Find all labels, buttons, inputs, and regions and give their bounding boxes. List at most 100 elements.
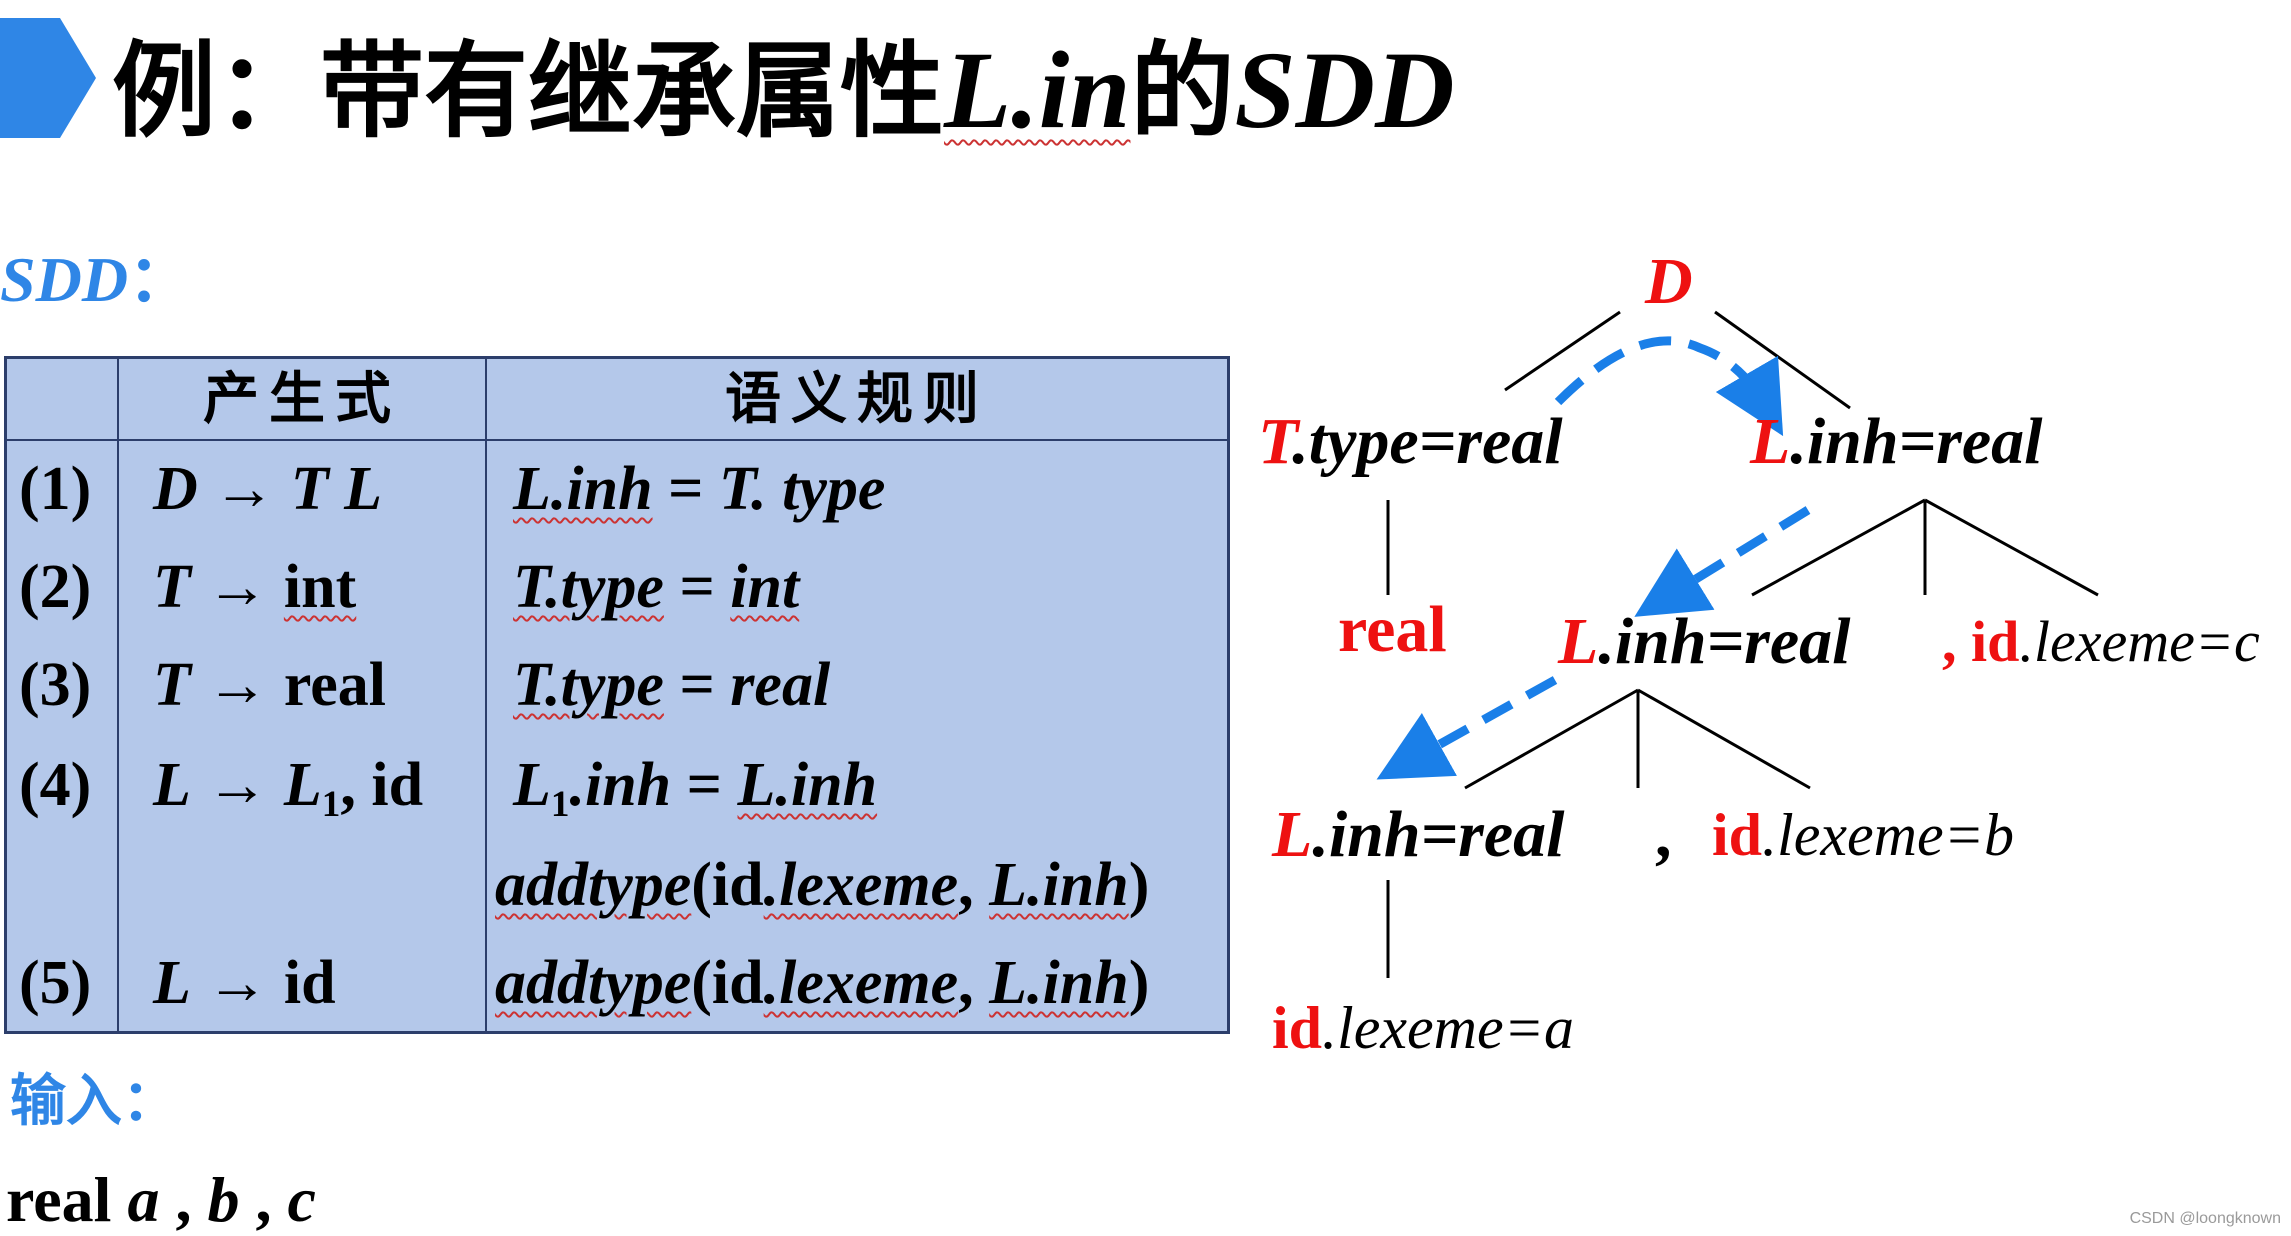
sdd-label: SDD：	[0, 240, 192, 320]
table-divider-number	[117, 359, 119, 1031]
node-id: id	[1712, 802, 1763, 868]
header-production: 产生式	[203, 366, 401, 432]
production-body: L	[283, 751, 322, 819]
rule-paren: (	[691, 949, 712, 1017]
leaf-text: real	[1338, 593, 1447, 666]
tree-node-id-c: , id.lexeme=c	[1942, 602, 2260, 682]
rule-arg-lexeme: .lexeme	[763, 949, 959, 1017]
rule-arg-inh: L.inh	[989, 949, 1129, 1017]
node-attr: .lexeme=c	[2019, 609, 2260, 674]
production-head: T	[153, 651, 191, 719]
sdd-table: 产生式 语义规则 (1) D → T L L.inh = T. type (2)…	[4, 356, 1230, 1034]
edge-l2-id-b	[1637, 688, 1811, 790]
row-number: (5)	[19, 949, 92, 1017]
production-2: T → int	[153, 547, 356, 627]
arrow-icon: →	[206, 949, 269, 1017]
row-number: (2)	[19, 553, 92, 621]
node-id: id	[1971, 609, 2020, 674]
rule-lhs: L	[513, 751, 551, 819]
inherit-arrow-l2-to-l3	[1376, 676, 1558, 780]
edge-d-l	[1714, 310, 1851, 410]
rule-lhs-subscript: 1	[550, 784, 570, 826]
production-head: T	[153, 553, 191, 621]
node-symbol: L	[1272, 798, 1313, 871]
arrow-icon: →	[206, 751, 269, 819]
rule-rhs: T. type	[718, 455, 886, 523]
production-body-subscript: 1	[321, 784, 341, 826]
tree-leaf-real: real	[1338, 590, 1447, 670]
edge-l1-l2	[1751, 498, 1926, 597]
semantic-rule-3: T.type = real	[513, 645, 830, 725]
tree-node-l1: L.inh=real	[1750, 402, 2043, 482]
semantic-rule-4: L1.inh = L.inh	[513, 745, 877, 845]
rule-rhs: real	[730, 651, 831, 719]
input-keyword: real	[6, 1164, 128, 1235]
table-header-divider	[7, 439, 1227, 441]
production-body-rest: , id	[340, 751, 424, 819]
watermark: CSDN @loongknown	[2129, 1210, 2281, 1227]
arrow-icon: →	[213, 455, 276, 523]
node-comma: ,	[1942, 609, 1971, 674]
header-semantic-rule: 语义规则	[725, 366, 989, 432]
rule-sep: ,	[958, 949, 990, 1017]
node-id: id	[1272, 995, 1323, 1061]
rule-rhs: int	[730, 553, 800, 621]
production-head: L	[153, 949, 191, 1017]
rule-arg-id: id	[711, 949, 764, 1017]
arrow-icon: →	[206, 651, 269, 719]
edge-d-t	[1504, 310, 1621, 392]
title-suffix: SDD	[1234, 29, 1455, 151]
input-sep: ,	[239, 1164, 288, 1235]
production-body: id	[283, 949, 336, 1017]
input-sep: ,	[159, 1164, 208, 1235]
production-body: int	[283, 553, 357, 621]
rule-sep: ,	[958, 851, 990, 919]
page-title: 例：带有继承属性L.in的SDD	[112, 20, 1455, 161]
tree-node-comma: ,	[1655, 795, 1672, 875]
node-attr: .lexeme=a	[1322, 995, 1575, 1061]
tree-node-t: T.type=real	[1258, 402, 1563, 482]
production-head: D	[153, 455, 198, 523]
production-5: L → id	[153, 943, 336, 1023]
tree-node-id-b: id.lexeme=b	[1712, 795, 2014, 875]
rule-paren: )	[1128, 949, 1150, 1017]
rule-paren: )	[1128, 851, 1150, 919]
node-symbol: D	[1645, 245, 1693, 318]
input-id-b: b	[207, 1164, 240, 1235]
production-3: T → real	[153, 645, 386, 725]
rule-lhs: T.type	[513, 553, 664, 621]
edge-l1-id-c	[1924, 498, 2099, 597]
input-label: 输入：	[10, 1069, 178, 1134]
rule-lhs-rest: .inh	[569, 751, 672, 819]
rule-func: addtype	[495, 949, 692, 1017]
node-symbol: L	[1558, 605, 1599, 678]
title-prefix: 例：带有继承属性	[112, 30, 945, 152]
rule-eq: =	[671, 751, 738, 819]
tree-node-l2: L.inh=real	[1558, 602, 1851, 682]
rule-arg-inh: L.inh	[989, 851, 1129, 919]
rule-rhs: L.inh	[737, 751, 878, 819]
production-head: L	[153, 751, 191, 819]
title-marker-icon	[0, 18, 96, 138]
rule-eq: =	[663, 553, 731, 621]
rule-lhs: L.inh	[513, 455, 653, 523]
rule-eq: =	[663, 651, 731, 719]
production-body: real	[283, 651, 387, 719]
rule-lhs: T.type	[513, 651, 664, 719]
tree-node-l3: L.inh=real	[1272, 795, 1565, 875]
production-body: T L	[290, 455, 383, 523]
input-id-a: a	[127, 1164, 160, 1235]
rule-paren: (	[691, 851, 712, 919]
input-id-c: c	[287, 1164, 316, 1235]
edge-l2-l3	[1464, 688, 1639, 790]
node-attr: .inh=real	[1790, 405, 2043, 478]
inherit-arrow-t-to-l	[1554, 336, 1784, 437]
production-1: D → T L	[153, 449, 382, 529]
rule-arg-lexeme: .lexeme	[763, 851, 959, 919]
sdd-label-text: SDD	[0, 244, 129, 315]
inherit-arrow-l1-to-l2	[1634, 506, 1811, 617]
tree-node-id-a: id.lexeme=a	[1272, 988, 1574, 1068]
arrow-icon: →	[206, 553, 269, 621]
